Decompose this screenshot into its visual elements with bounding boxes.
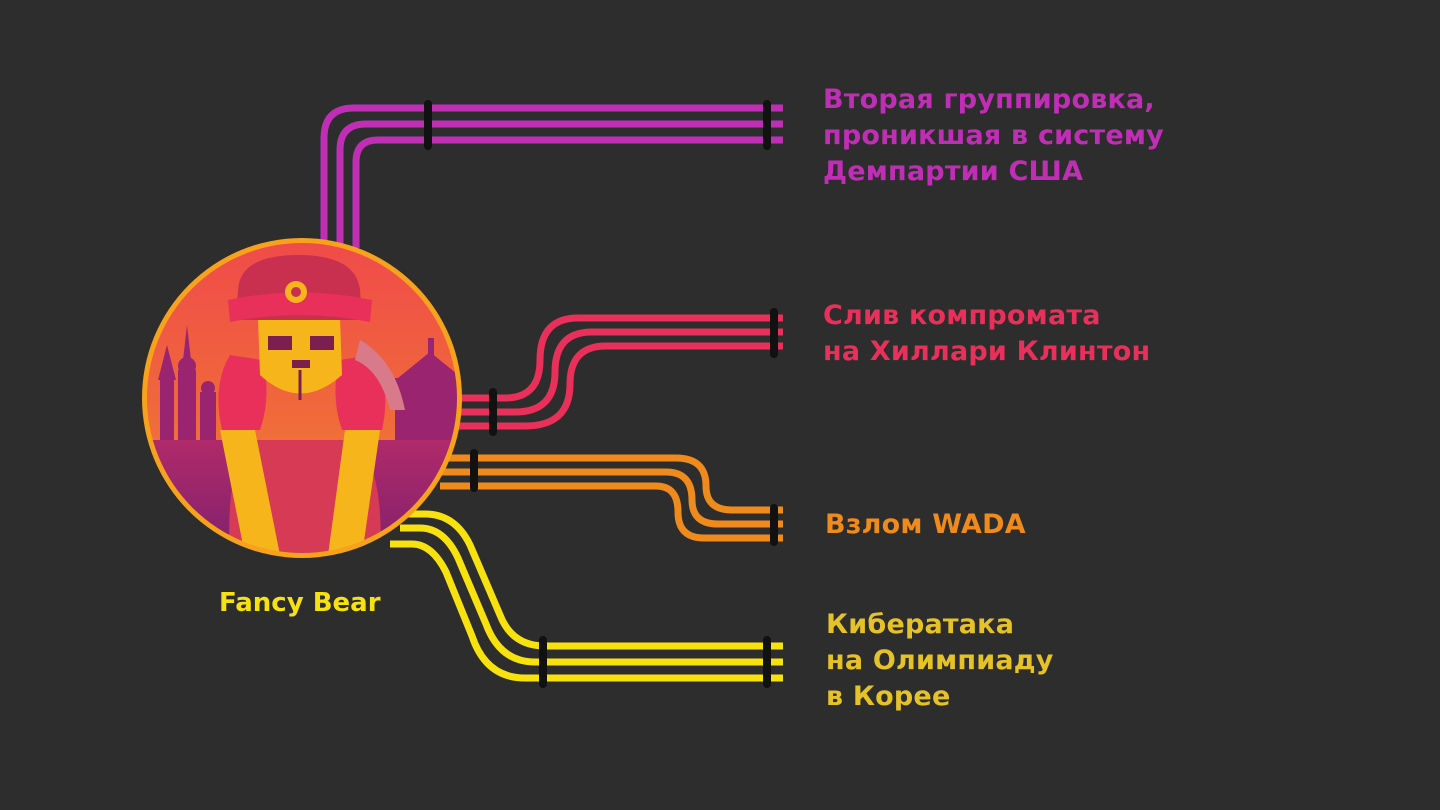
route-olympics-line-2 [400, 524, 783, 666]
operation-label-wada-line-1: Взлом WADA [825, 509, 1026, 540]
route-wada-ticks [470, 449, 778, 546]
route-clinton-line-2 [455, 328, 783, 416]
route-olympics-line-3 [390, 540, 783, 682]
operation-label-olympics: Кибератака на Олимпиаду в Корее [826, 607, 1054, 715]
operation-label-dnc: Вторая группировка, проникшая в систему … [823, 82, 1164, 190]
operation-label-olympics-line-2: на Олимпиаду [826, 645, 1054, 676]
operation-label-clinton: Слив компромата на Хиллари Клинтон [823, 298, 1150, 370]
operation-label-clinton-line-2: на Хиллари Клинтон [823, 336, 1151, 367]
fancy-bear-emblem-icon [142, 238, 462, 558]
route-dnc-line-3 [352, 136, 783, 248]
operation-label-dnc-line-3: Демпартии США [823, 156, 1084, 187]
route-dnc-line-1 [320, 104, 783, 248]
operation-label-olympics-line-1: Кибератака [826, 609, 1015, 640]
group-name: Fancy Bear [219, 588, 381, 618]
operation-label-dnc-line-1: Вторая группировка, [823, 84, 1155, 115]
operation-label-clinton-line-1: Слив компромата [823, 300, 1101, 331]
route-wada [440, 454, 783, 542]
route-olympics-line-1 [408, 510, 783, 650]
route-clinton-ticks [489, 308, 778, 436]
operation-label-wada: Взлом WADA [825, 507, 1026, 543]
route-clinton-line-3 [455, 342, 783, 430]
route-olympics-ticks [539, 636, 771, 688]
route-wada-line-1 [440, 454, 783, 514]
operation-label-olympics-line-3: в Корее [826, 681, 951, 712]
route-wada-line-2 [440, 468, 783, 528]
route-wada-line-3 [440, 482, 783, 542]
route-dnc [320, 104, 783, 248]
route-clinton [455, 314, 783, 430]
route-dnc-ticks [424, 100, 771, 150]
route-dnc-line-2 [336, 120, 783, 248]
route-clinton-line-1 [455, 314, 783, 402]
operation-label-dnc-line-2: проникшая в систему [823, 120, 1164, 151]
route-olympics [390, 510, 783, 682]
